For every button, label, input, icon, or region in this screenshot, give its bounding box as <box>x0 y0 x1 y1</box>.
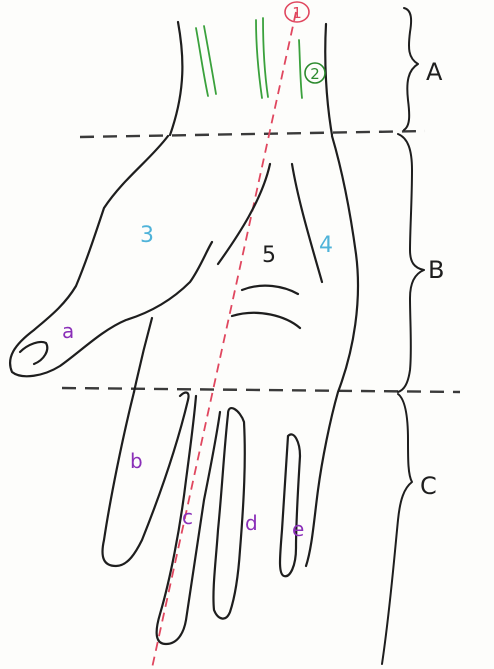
section-label-a: A <box>426 58 443 86</box>
wrist-left-edge <box>170 22 182 135</box>
palm-crease-lower <box>232 313 300 328</box>
index-finger-outline <box>103 392 189 566</box>
hand-axis-line <box>152 12 296 668</box>
ring-finger-outline <box>213 408 244 619</box>
wrist-section-line <box>80 131 425 137</box>
brace-a <box>404 8 418 130</box>
finger-label-c: c <box>182 505 193 529</box>
marker-1-label: 1 <box>292 4 302 22</box>
palm-crease-upper <box>242 286 298 294</box>
finger-label-b: b <box>130 449 143 473</box>
palm-left-lower-edge <box>134 318 152 392</box>
marker-1: 1 <box>285 2 309 22</box>
thumb-outline <box>10 136 212 376</box>
marker-2-label: 2 <box>310 65 320 83</box>
brace-c <box>382 394 412 664</box>
palm-right-edge <box>306 136 358 566</box>
finger-label-e: e <box>292 517 304 541</box>
thumb-nail <box>20 342 47 364</box>
section-label-b: B <box>428 256 444 284</box>
finger-label-d: d <box>245 511 258 535</box>
wrist-right-edge <box>325 24 332 135</box>
section-label-c: C <box>420 472 437 500</box>
hypothenar-crease <box>292 164 322 282</box>
brace-b <box>398 134 424 392</box>
region-label-3: 3 <box>140 223 154 248</box>
finger-label-a: a <box>62 319 74 343</box>
little-finger-outline <box>280 434 300 576</box>
region-label-4: 4 <box>319 233 333 258</box>
region-label-5: 5 <box>262 243 276 268</box>
marker-2: 2 <box>305 63 325 83</box>
